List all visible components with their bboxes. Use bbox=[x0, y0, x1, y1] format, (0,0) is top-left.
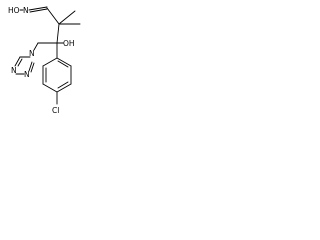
triazole-n1-label: N bbox=[29, 49, 35, 58]
phenyl-bond-4 bbox=[42, 83, 58, 93]
triazole-bond-2 bbox=[14, 56, 21, 67]
phenyl-bond-6 bbox=[42, 57, 58, 67]
triazole-n2-label: N bbox=[11, 66, 17, 75]
phenyl-double-1 bbox=[57, 60, 69, 68]
phenyl-double-2 bbox=[57, 81, 69, 89]
chemical-structure-diagram: HO N OH N N N Cl bbox=[8, 6, 81, 115]
triazole-bond-4 bbox=[28, 61, 33, 72]
bond-n-c-double-a bbox=[28, 6, 48, 11]
bond-cq-to-coh bbox=[56, 23, 60, 44]
bond-ch2-to-triazole-n bbox=[33, 42, 39, 51]
oxime-n-label: N bbox=[23, 6, 29, 15]
phenyl-bond-1 bbox=[56, 57, 72, 67]
phenyl-bond-3 bbox=[56, 83, 72, 93]
bond-n-c-double-b bbox=[29, 8, 48, 13]
oxime-ho-label: HO bbox=[8, 6, 20, 15]
triazole-bond-2b bbox=[17, 58, 23, 67]
oh-label: OH bbox=[63, 39, 75, 48]
triazole-bond-4b bbox=[30, 62, 35, 73]
bond-ch-to-cq bbox=[46, 7, 60, 25]
triazole-n3-label: N bbox=[24, 70, 30, 79]
bond-cq-methyl-1 bbox=[58, 10, 76, 25]
chlorine-label: Cl bbox=[52, 106, 59, 115]
